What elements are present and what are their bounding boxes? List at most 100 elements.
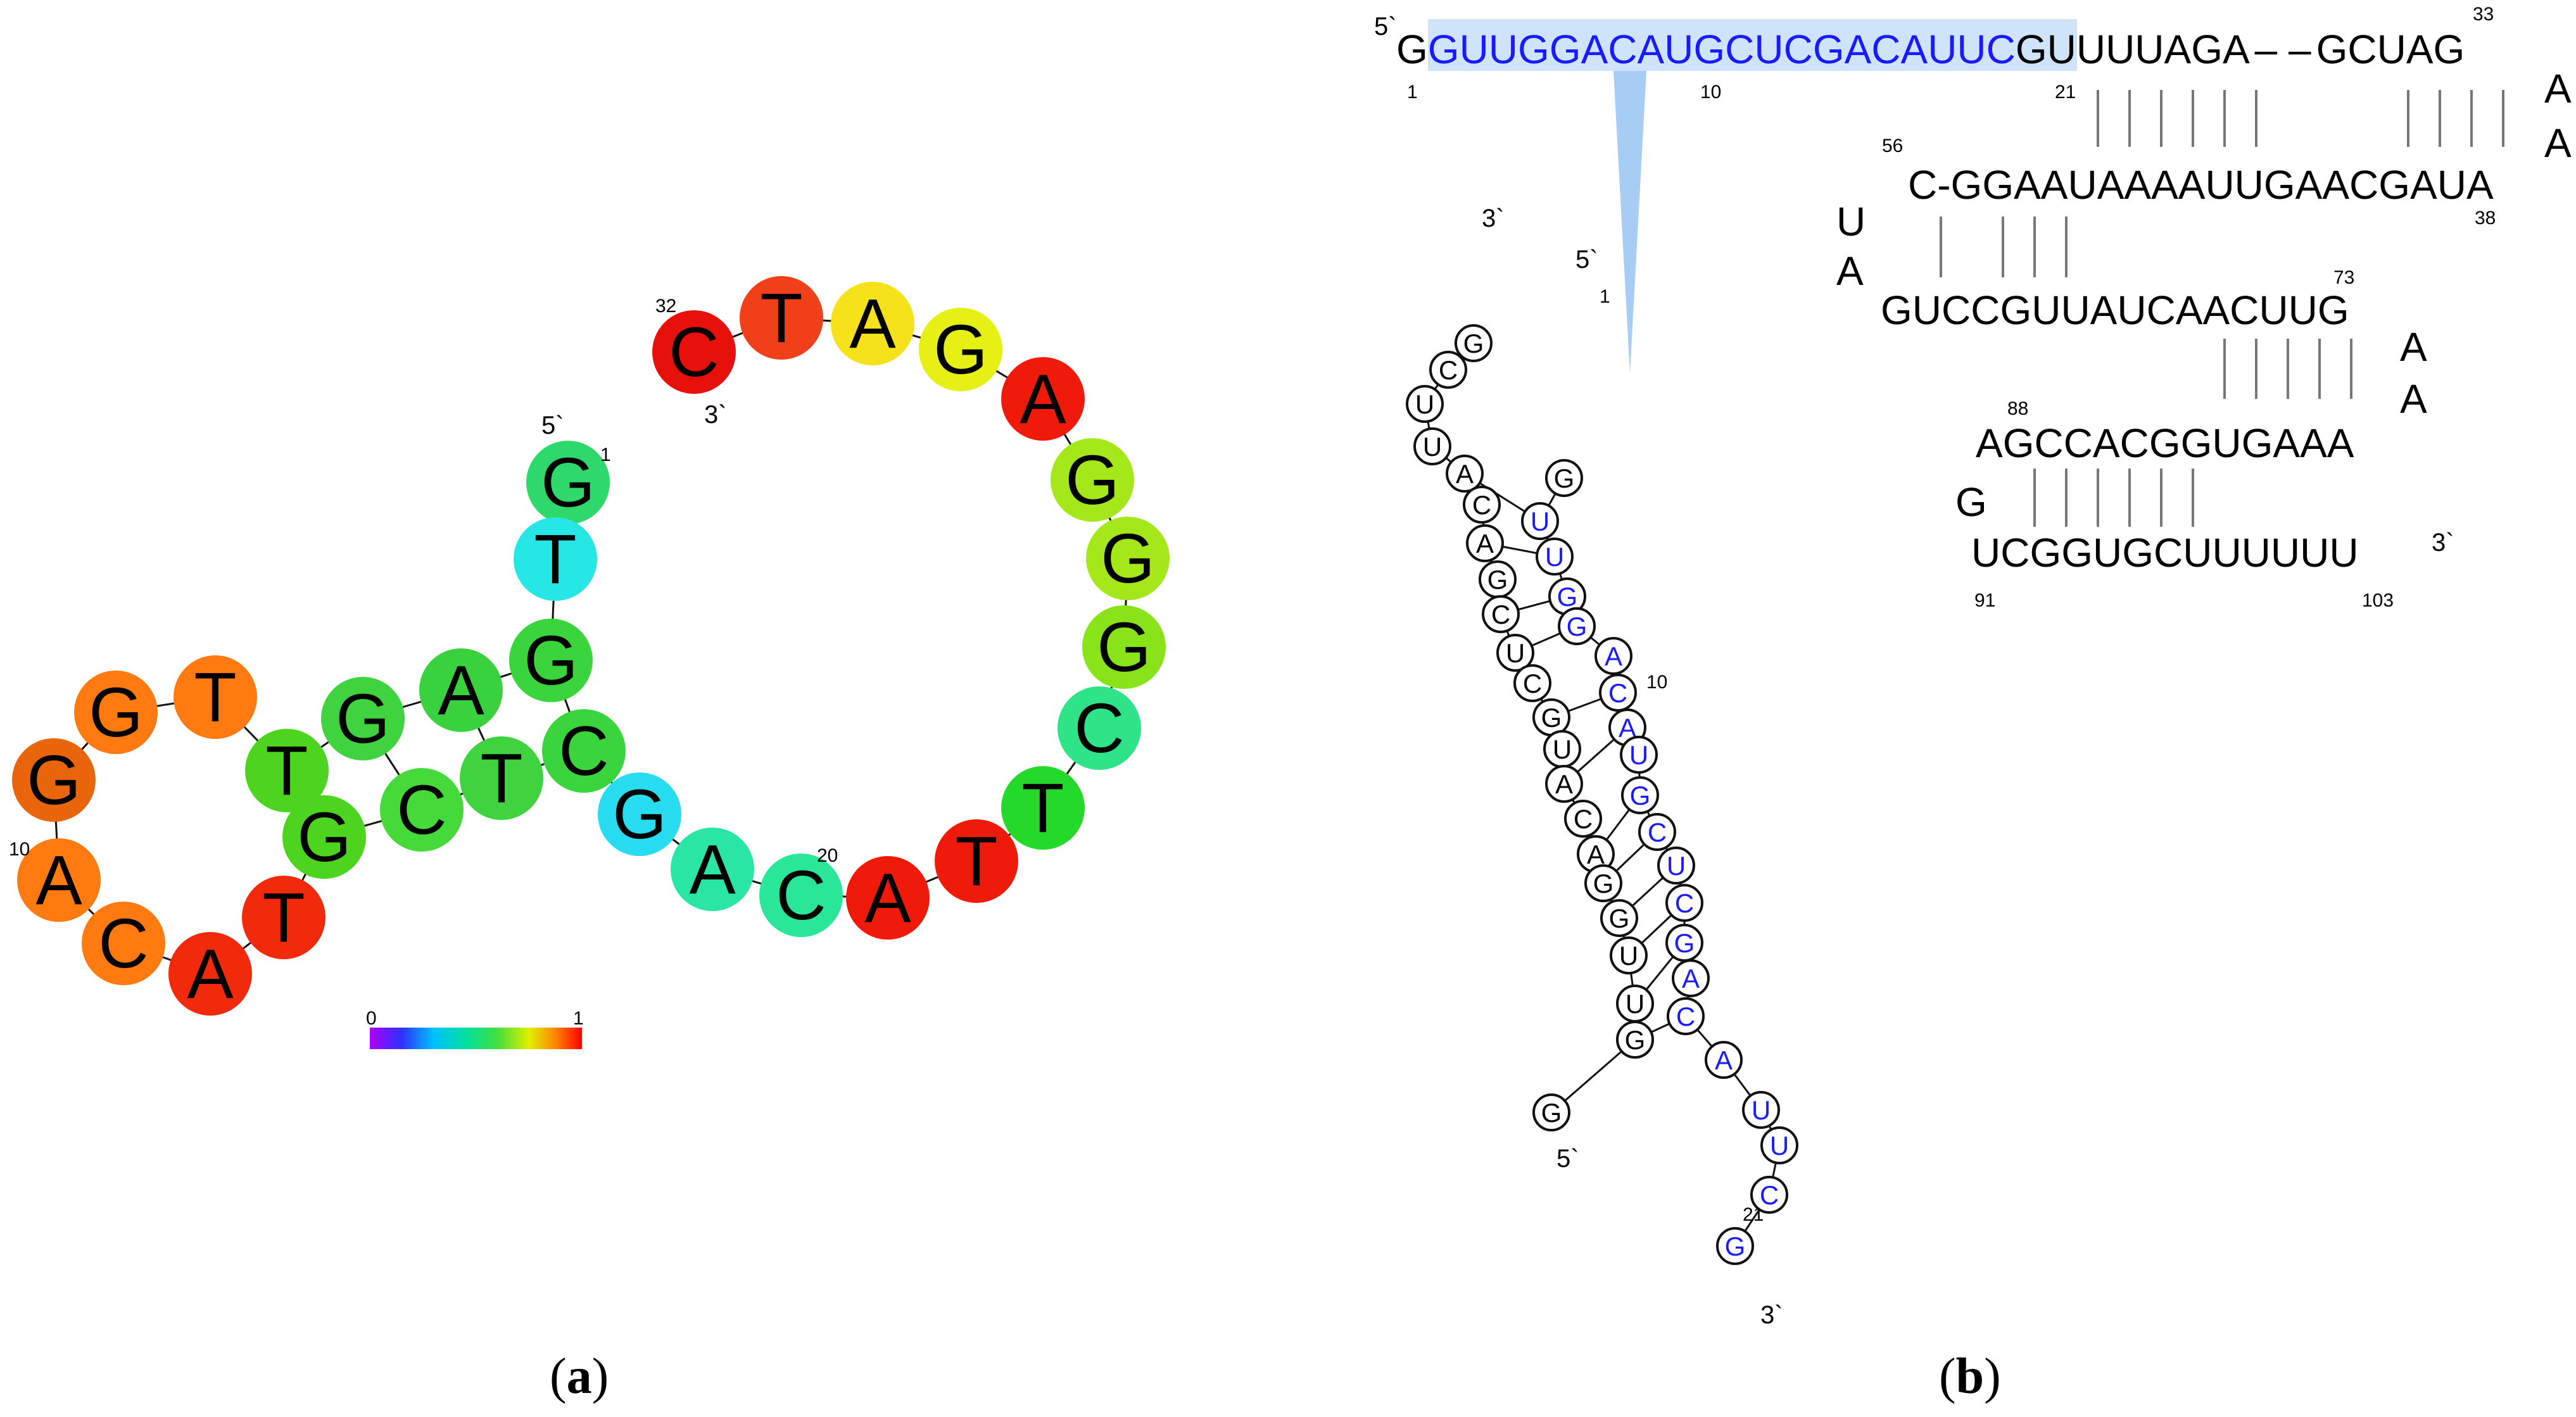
nucleotide-letter: T: [265, 732, 308, 810]
hairpin-left-five-prime: 5`: [1556, 1145, 1579, 1173]
nucleotide-circle: [846, 856, 930, 940]
base-pair-lines-4: [2033, 469, 2194, 527]
nucleotide-circle: [1082, 605, 1166, 689]
nucleotide-letter: C: [396, 771, 446, 849]
hairpin-letter: G: [1609, 904, 1630, 933]
hairpin-circle: [1406, 385, 1444, 423]
hairpin-nucleotide: C: [1429, 351, 1467, 389]
nucleotide-letter: T: [480, 740, 522, 817]
hairpin-letter: A: [1715, 1045, 1733, 1075]
panel-a-number-1: 1: [600, 444, 611, 465]
nucleotide-circle: [526, 441, 610, 524]
hairpin-letter: A: [1456, 459, 1474, 489]
hairpin-letter: U: [1752, 1095, 1771, 1125]
hairpin-circle: [1466, 524, 1504, 562]
nucleotide: G: [1086, 517, 1170, 600]
nucleotide: T: [740, 276, 823, 360]
loop2-a2: A: [2400, 376, 2427, 422]
nucleotide: T: [1001, 766, 1085, 850]
nucleotide-letter: A: [35, 841, 82, 919]
seq-line4: AGCCACGGUGAAA: [1976, 420, 2354, 466]
hairpin-nucleotide: C: [1463, 486, 1501, 524]
seq-num-88: 88: [2007, 398, 2028, 419]
nucleotide-letter: A: [864, 859, 911, 937]
hairpin-letter: U: [1553, 734, 1572, 764]
panel-b-five-prime-label: 5`: [1374, 13, 1397, 41]
hairpin-circle: [1716, 1227, 1754, 1265]
hairpin-nucleotide: A: [1466, 524, 1504, 562]
nucleotide-letter: T: [955, 822, 997, 900]
nucleotide: T: [460, 736, 543, 820]
color-scale-min-label: 0: [366, 1008, 377, 1029]
hairpin-circle: [1496, 634, 1534, 672]
seq-line3: GUCCGUUAUCAACUUG: [1881, 287, 2349, 333]
hairpin-circle: [1621, 776, 1659, 814]
nucleotide-circle: [514, 517, 597, 601]
nucleotide-letter: A: [187, 935, 234, 1013]
hairpin-circle: [1672, 959, 1710, 997]
seq-num-56: 56: [1882, 135, 1903, 156]
hairpin-circle: [1446, 455, 1484, 493]
nucleotide-circle: [935, 819, 1018, 903]
hairpin-nucleotide: G: [1455, 324, 1493, 362]
loop1-a1: A: [2544, 66, 2572, 111]
hairpin-nucleotide: U: [1413, 427, 1451, 465]
nucleotide-letter: G: [1097, 608, 1151, 686]
nucleotide-letter: G: [524, 622, 578, 700]
hairpin-nucleotide: C: [1513, 664, 1551, 702]
hairpin-nucleotide: U: [1616, 985, 1654, 1023]
nucleotide-circle: [1051, 438, 1134, 522]
base-pair-lines-3: [2223, 339, 2352, 399]
hairpin-nucleotide: U: [1620, 736, 1658, 774]
nucleotide-circle: [174, 655, 257, 739]
panel-a-label: (a): [550, 1349, 609, 1404]
hairpin-circle: [1429, 351, 1467, 389]
hairpin-circle: [1657, 847, 1695, 885]
nucleotide-circle: [542, 709, 626, 793]
hairpin-nucleotide: A: [1446, 455, 1484, 493]
nucleotide: G: [12, 738, 96, 822]
hairpin-circle: [1545, 765, 1583, 803]
nucleotide-letter: T: [534, 520, 576, 598]
seq-line2: C-GGAAUAAAAUUGAACGAUA: [1908, 162, 2494, 208]
nucleotide-letter: G: [1065, 441, 1120, 519]
hairpin-letter: G: [1674, 928, 1695, 958]
nucleotide-circle: [831, 282, 914, 365]
hairpin-nucleotide: C: [1665, 884, 1703, 922]
hairpin-circle: [1760, 1126, 1798, 1164]
nucleotide-circle: [1086, 517, 1170, 600]
hairpin-num-10: 10: [1646, 672, 1667, 693]
nucleotide-circle: [598, 772, 681, 856]
nucleotide-letter: A: [438, 652, 484, 729]
hairpin-letter: G: [1541, 703, 1562, 733]
hairpin-circle: [1665, 884, 1703, 922]
nucleotide: G: [1082, 605, 1166, 689]
nucleotide-letter: T: [1021, 769, 1064, 847]
nucleotide-circle: [460, 736, 543, 820]
loop2-a1: A: [2400, 324, 2427, 370]
panel-a-number-10: 10: [9, 839, 30, 860]
hairpin-letter: U: [1619, 941, 1638, 971]
hairpin-circle: [1620, 736, 1658, 774]
hairpin-letter: C: [1608, 678, 1627, 708]
hairpin-circle: [1750, 1176, 1788, 1214]
seq-num-73: 73: [2333, 267, 2354, 288]
nucleotide-circle: [671, 828, 754, 911]
nucleotide: C: [380, 768, 464, 852]
nucleotide: T: [935, 819, 1018, 903]
nucleotide-letter: C: [559, 712, 609, 790]
hairpin-nucleotide: G: [1532, 1093, 1570, 1131]
hairpin-nucleotide: G: [1616, 1021, 1654, 1059]
panel-a-number-32: 32: [655, 296, 676, 317]
nucleotide-letter: G: [89, 674, 143, 752]
nucleotide-letter: G: [1101, 520, 1155, 598]
hairpin-circle: [1705, 1041, 1743, 1079]
seq-three-prime-label: 3`: [2432, 529, 2454, 557]
hairpin-nucleotide: G: [1545, 459, 1583, 497]
hairpin-nucleotide: C: [1750, 1176, 1788, 1214]
nucleotide: A: [419, 648, 503, 732]
hairpin-nucleotide: C: [1599, 674, 1637, 712]
nucleotide: C: [542, 709, 626, 793]
hairpin-circle: [1463, 486, 1501, 524]
